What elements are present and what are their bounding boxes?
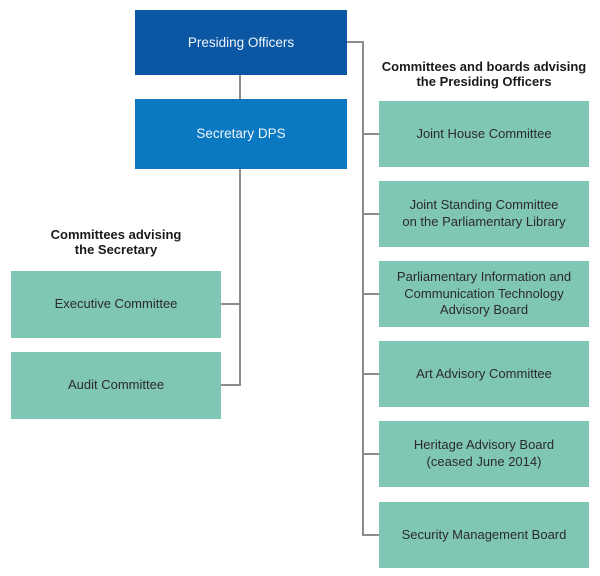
node-joint-standing-committee: Joint Standing Committee on the Parliame… bbox=[379, 181, 589, 247]
node-heritage-advisory-board: Heritage Advisory Board (ceased June 201… bbox=[379, 421, 589, 487]
connector-stub-pict-advisory-board bbox=[362, 293, 379, 295]
connector-stub-security bbox=[362, 534, 379, 536]
heading-presiding-committees: Committees and boards advising the Presi… bbox=[381, 59, 587, 90]
node-secretary-dps: Secretary DPS bbox=[135, 99, 347, 169]
node-presiding-officers: Presiding Officers bbox=[135, 10, 347, 75]
node-audit-committee: Audit Committee bbox=[11, 352, 221, 419]
node-parliamentary-ict-advisory-board: Parliamentary Information and Communicat… bbox=[379, 261, 589, 327]
connector-right-trunk bbox=[362, 41, 364, 536]
connector-stub-audit bbox=[221, 384, 241, 386]
node-security-management-board: Security Management Board bbox=[379, 502, 589, 568]
heading-secretary-committees: Committees advising the Secretary bbox=[50, 227, 182, 258]
node-art-advisory-committee: Art Advisory Committee bbox=[379, 341, 589, 407]
node-joint-house-committee: Joint House Committee bbox=[379, 101, 589, 167]
connector-secretary-trunk bbox=[239, 169, 241, 386]
connector-presiding-to-secretary bbox=[239, 75, 241, 99]
connector-stub-art-advisory bbox=[362, 373, 379, 375]
node-executive-committee: Executive Committee bbox=[11, 271, 221, 338]
connector-stub-heritage bbox=[362, 453, 379, 455]
connector-stub-joint-house bbox=[362, 133, 379, 135]
connector-stub-executive bbox=[221, 303, 241, 305]
connector-presiding-to-right-trunk bbox=[347, 41, 364, 43]
connector-stub-joint-standing bbox=[362, 213, 379, 215]
